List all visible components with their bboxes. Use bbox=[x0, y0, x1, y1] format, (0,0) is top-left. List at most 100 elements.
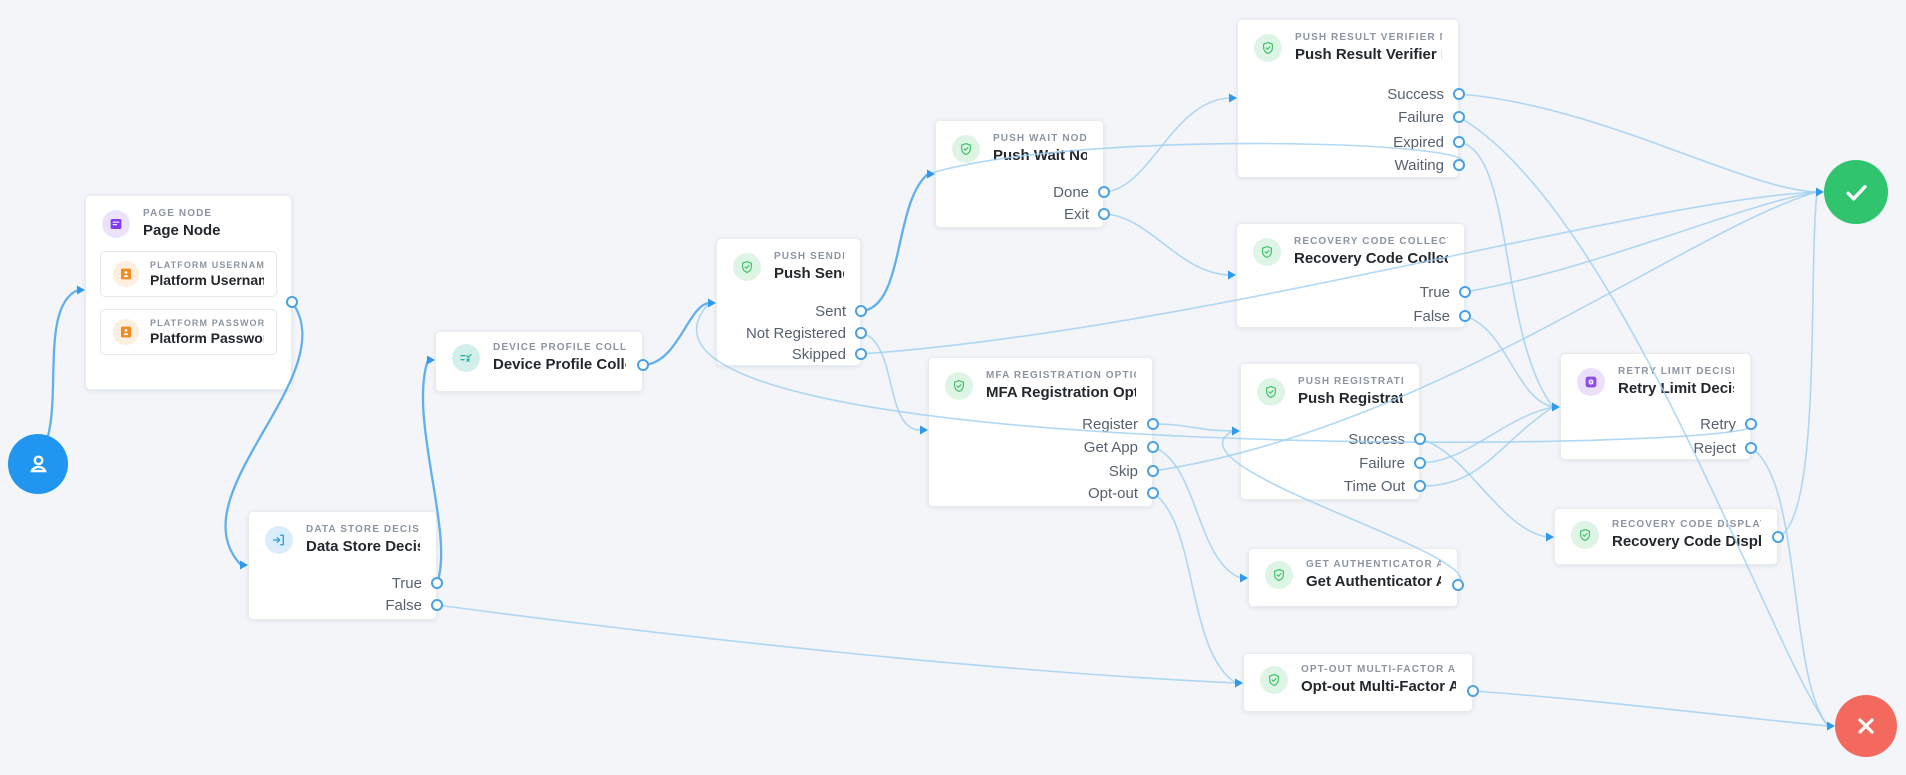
input-port-arrow[interactable] bbox=[1552, 402, 1560, 412]
input-port-arrow[interactable] bbox=[1228, 270, 1236, 280]
node-type-label: DEVICE PROFILE COLLECTOR bbox=[493, 342, 626, 353]
login-icon bbox=[265, 525, 293, 554]
node-titles: PUSH REGISTRATIONPush Registration bbox=[1298, 376, 1403, 407]
edge-push-wait-node-exit-to-recovery-code-collector bbox=[1103, 213, 1230, 276]
node-header: PUSH RESULT VERIFIER NODE Push Result Ver… bbox=[1238, 20, 1458, 63]
shield-check-icon bbox=[952, 134, 980, 163]
output-label-success: Success bbox=[1348, 431, 1405, 448]
node-title: Page Node bbox=[143, 222, 221, 239]
node-title: Device Profile Collector bbox=[493, 356, 626, 373]
input-port-arrow[interactable] bbox=[427, 355, 435, 365]
output-label-true: True bbox=[391, 575, 422, 592]
output-label-success: Success bbox=[1387, 86, 1444, 103]
input-port-arrow[interactable] bbox=[77, 285, 85, 295]
node-type-label: RETRY LIMIT DECISION bbox=[1618, 366, 1734, 377]
output-label-exit: Exit bbox=[1063, 206, 1089, 223]
node-titles: RECOVERY CODE COLLECTOR ... Recovery Code… bbox=[1294, 236, 1448, 267]
output-label-expired: Expired bbox=[1393, 134, 1444, 151]
node-type-label: RECOVERY CODE DISPLAY NO... bbox=[1612, 519, 1761, 530]
node-type-label: GET AUTHENTICATOR APP bbox=[1306, 559, 1441, 570]
recovery-code-collector-node[interactable]: RECOVERY CODE COLLECTOR ... Recovery Code… bbox=[1236, 223, 1465, 328]
input-port-arrow[interactable] bbox=[708, 298, 716, 308]
edge-start-out-to-page-node bbox=[46, 288, 79, 437]
edge-push-registration-failure-to-retry-limit-decision bbox=[1419, 406, 1554, 464]
node-title: Recovery Code Display ... bbox=[1612, 533, 1761, 550]
node-header: RECOVERY CODE DISPLAY NO... Recovery Code… bbox=[1555, 509, 1777, 550]
node-title: Retry Limit Decision bbox=[1618, 380, 1734, 397]
push-registration-node[interactable]: PUSH REGISTRATIONPush RegistrationSucces… bbox=[1240, 363, 1420, 500]
opt-out-mfa-node[interactable]: OPT-OUT MULTI-FACTOR AUT... Opt-out Multi… bbox=[1243, 653, 1473, 712]
input-port-arrow[interactable] bbox=[927, 169, 935, 179]
input-port-arrow[interactable] bbox=[1235, 678, 1243, 688]
person-icon bbox=[24, 450, 53, 479]
input-port-arrow[interactable] bbox=[1827, 721, 1835, 731]
node-type-label: RECOVERY CODE COLLECTOR ... bbox=[1294, 236, 1448, 247]
push-sender-node[interactable]: PUSH SENDERPush SenderSentNot Registered… bbox=[716, 238, 861, 366]
node-title: Opt-out Multi-Factor Au... bbox=[1301, 678, 1456, 695]
retry-limit-decision-node[interactable]: RETRY LIMIT DECISION Retry Limit Decision… bbox=[1560, 353, 1751, 460]
input-port-arrow[interactable] bbox=[1240, 573, 1248, 583]
edge-device-profile-collector-out-to-push-sender bbox=[642, 301, 710, 367]
edge-retry-limit-decision-reject-to-failure bbox=[1750, 447, 1829, 727]
shield-check-icon bbox=[1571, 520, 1599, 549]
node-title: Push Sender bbox=[774, 265, 844, 282]
node-titles: MFA REGISTRATION OPTIONSMFA Registration… bbox=[986, 370, 1136, 401]
shield-check-icon bbox=[1260, 665, 1288, 694]
check-icon bbox=[1841, 177, 1872, 208]
edge-push-sender-sent-to-push-wait-node bbox=[860, 173, 929, 313]
node-header: PUSH SENDER Push Sender bbox=[717, 239, 860, 282]
device-profile-collector-node[interactable]: DEVICE PROFILE COLLECTOR Device Profile C… bbox=[435, 331, 643, 392]
node-titles: DATA STORE DECISIONData Store Decision bbox=[306, 524, 420, 555]
node-header: RECOVERY CODE COLLECTOR ... Recovery Code… bbox=[1237, 224, 1464, 267]
edge-push-registration-time-out-to-retry-limit-decision bbox=[1419, 406, 1554, 487]
recovery-code-display-node[interactable]: RECOVERY CODE DISPLAY NO... Recovery Code… bbox=[1554, 508, 1778, 565]
sub-node-type-label: PLATFORM USERNAME bbox=[150, 260, 264, 270]
edge-opt-out-mfa-out-to-failure bbox=[1472, 690, 1829, 727]
shield-check-icon bbox=[1257, 377, 1285, 406]
get-authenticator-app-node[interactable]: GET AUTHENTICATOR APPGet Authenticator A… bbox=[1248, 548, 1458, 607]
node-header: DEVICE PROFILE COLLECTOR Device Profile C… bbox=[436, 332, 642, 373]
output-label-waiting: Waiting bbox=[1394, 157, 1444, 174]
node-type-label: PAGE NODE bbox=[143, 208, 213, 219]
sub-node-type-label: PLATFORM PASSWORD bbox=[150, 318, 264, 328]
input-port-arrow[interactable] bbox=[920, 425, 928, 435]
shield-check-icon bbox=[733, 252, 761, 281]
input-port-arrow[interactable] bbox=[1232, 426, 1240, 436]
output-label-retry: Retry bbox=[1700, 416, 1736, 433]
mfa-registration-options-node[interactable]: MFA REGISTRATION OPTIONSMFA Registration… bbox=[928, 357, 1153, 507]
output-label-skip: Skip bbox=[1108, 463, 1138, 480]
push-result-verifier-node[interactable]: PUSH RESULT VERIFIER NODE Push Result Ver… bbox=[1237, 19, 1459, 178]
failure-node[interactable] bbox=[1835, 695, 1897, 757]
edge-recovery-code-collector-true-to-success bbox=[1464, 191, 1818, 293]
output-label-register: Register bbox=[1082, 416, 1138, 433]
edge-push-result-verifier-success-to-success bbox=[1458, 93, 1818, 193]
output-label-false: False bbox=[1413, 308, 1450, 325]
node-title: Push Result Verifier No... bbox=[1295, 46, 1442, 63]
start-node[interactable] bbox=[8, 434, 68, 494]
node-title: Push Wait Node bbox=[993, 147, 1087, 164]
success-node[interactable] bbox=[1824, 160, 1888, 224]
input-port-arrow[interactable] bbox=[1816, 187, 1824, 197]
data-store-decision-node[interactable]: DATA STORE DECISIONData Store DecisionTr… bbox=[248, 511, 437, 620]
edge-mfa-registration-options-get-app-to-get-authenticator-app bbox=[1152, 446, 1242, 579]
input-port-arrow[interactable] bbox=[1546, 532, 1554, 542]
node-type-label: PUSH RESULT VERIFIER NODE bbox=[1295, 32, 1442, 43]
node-titles: OPT-OUT MULTI-FACTOR AUT... Opt-out Multi… bbox=[1301, 664, 1456, 695]
output-label-not-registered: Not Registered bbox=[745, 325, 846, 342]
edge-push-wait-node-done-to-push-result-verifier bbox=[1103, 97, 1231, 193]
input-port-arrow[interactable] bbox=[240, 560, 248, 570]
gear-badge-icon bbox=[1577, 367, 1605, 396]
edge-mfa-registration-options-register-to-push-registration bbox=[1152, 423, 1234, 432]
node-type-label: PUSH SENDER bbox=[774, 251, 844, 262]
input-port-arrow[interactable] bbox=[1229, 93, 1237, 103]
node-type-label: OPT-OUT MULTI-FACTOR AUT... bbox=[1301, 664, 1456, 675]
node-title: Recovery Code Collecto... bbox=[1294, 250, 1448, 267]
